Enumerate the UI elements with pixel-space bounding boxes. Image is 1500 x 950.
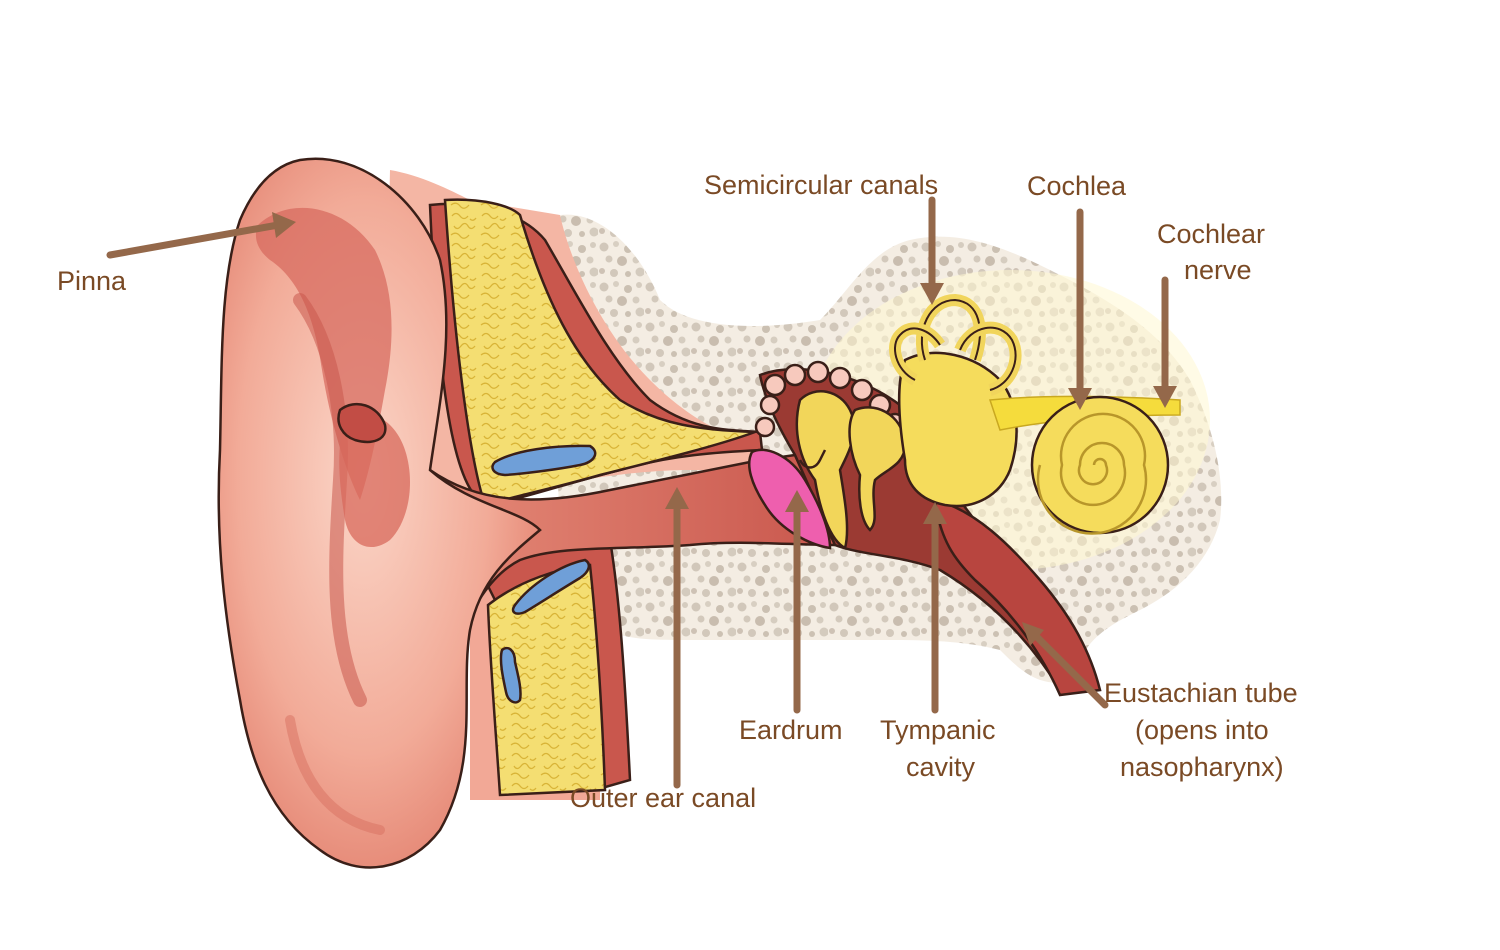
fat-tissue-upper: [443, 198, 756, 507]
label-eustachian-tube-3: nasopharynx): [1120, 752, 1284, 782]
blood-vessel-lower-2: [499, 646, 522, 704]
pointer-semicircular-canals: [920, 196, 944, 305]
label-semicircular-canals: Semicircular canals: [704, 170, 938, 200]
label-eustachian-tube-1: Eustachian tube: [1104, 678, 1298, 708]
eustachian-tube: [933, 498, 1102, 697]
pointer-outer-ear-canal: [665, 487, 689, 789]
semicircular-canals: [889, 293, 1022, 396]
label-eardrum: Eardrum: [739, 715, 843, 745]
label-tympanic-cavity-1: Tympanic: [880, 715, 996, 745]
label-eustachian-tube-2: (opens into: [1135, 715, 1269, 745]
label-tympanic-cavity-2: cavity: [906, 752, 976, 782]
malleus: [795, 390, 856, 550]
pointer-tympanic-cavity: [923, 502, 947, 714]
label-cochlear-nerve-2: nerve: [1184, 255, 1252, 285]
eardrum: [748, 448, 832, 550]
vestibule: [898, 351, 1018, 508]
concha: [339, 414, 410, 548]
pointer-cochlear-nerve: [1153, 276, 1177, 408]
label-pinna: Pinna: [57, 266, 127, 296]
earlobe-shade: [285, 715, 385, 835]
blood-vessel-upper: [491, 444, 597, 477]
cochlea: [1030, 395, 1170, 535]
pointer-eardrum: [785, 490, 809, 714]
label-cochlea: Cochlea: [1027, 171, 1127, 201]
pointer-eustachian-tube: [1022, 622, 1109, 709]
blood-vessel-lower-1: [511, 558, 591, 615]
pointer-cochlea: [1068, 208, 1092, 410]
label-outer-ear-canal: Outer ear canal: [570, 783, 756, 813]
stapes: [798, 449, 827, 469]
tragus: [337, 402, 387, 444]
pointer-pinna: [106, 212, 296, 259]
label-cochlear-nerve-1: Cochlear: [1157, 219, 1265, 249]
